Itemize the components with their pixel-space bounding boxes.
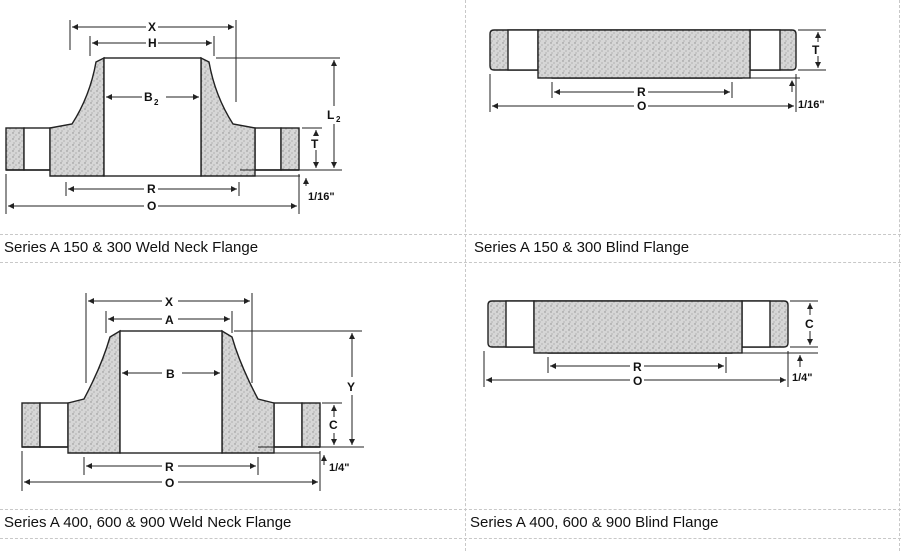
dim-h-label: H	[148, 36, 157, 50]
weld-neck-150-300-diagram: X H B 2 L 2 T R O 1/16"	[0, 0, 464, 234]
dim-x-label: X	[148, 20, 156, 34]
dim-b2-label: B	[144, 90, 153, 104]
gap-label: 1/4"	[329, 462, 350, 474]
dim-a-label: A	[165, 313, 174, 327]
dim-o-label: O	[165, 476, 174, 490]
caption-blind-400-600-900: Series A 400, 600 & 900 Blind Flange	[470, 514, 719, 531]
gap-label: 1/16"	[798, 99, 825, 111]
caption-blind-150-300: Series A 150 & 300 Blind Flange	[474, 239, 690, 256]
dim-b2-subscript: 2	[154, 98, 159, 107]
caption-weld-neck-400-600-900: Series A 400, 600 & 900 Weld Neck Flange	[4, 514, 292, 531]
dim-t-label: T	[311, 137, 319, 151]
grid-line	[899, 0, 900, 551]
dim-y-label: Y	[347, 380, 355, 394]
grid-line	[0, 262, 901, 263]
blind-400-600-900-diagram: C R O 1/4"	[466, 263, 899, 509]
dim-r-label: R	[165, 460, 174, 474]
weld-neck-400-600-900-diagram: X A B Y C R O 1/4"	[0, 263, 464, 509]
caption-weld-neck-150-300: Series A 150 & 300 Weld Neck Flange	[4, 239, 259, 256]
grid-line	[465, 0, 466, 551]
dim-b-label: B	[166, 367, 175, 381]
grid-line	[0, 509, 901, 510]
dim-r-label: R	[633, 360, 642, 374]
gap-label: 1/16"	[308, 191, 335, 203]
dim-x-label: X	[165, 295, 173, 309]
dim-c-label: C	[805, 317, 814, 331]
dim-c-label: C	[329, 418, 338, 432]
dim-l2-subscript: 2	[336, 115, 341, 124]
dim-t-label: T	[812, 43, 820, 57]
grid-line	[0, 538, 901, 539]
grid-line	[0, 234, 901, 235]
dim-o-label: O	[633, 374, 642, 388]
dim-r-label: R	[637, 85, 646, 99]
dim-o-label: O	[147, 199, 156, 213]
gap-label: 1/4"	[792, 372, 813, 384]
dim-l2-label: L	[327, 108, 334, 122]
dim-o-label: O	[637, 99, 646, 113]
blind-150-300-diagram: T R O 1/16"	[466, 0, 899, 234]
dim-r-label: R	[147, 182, 156, 196]
